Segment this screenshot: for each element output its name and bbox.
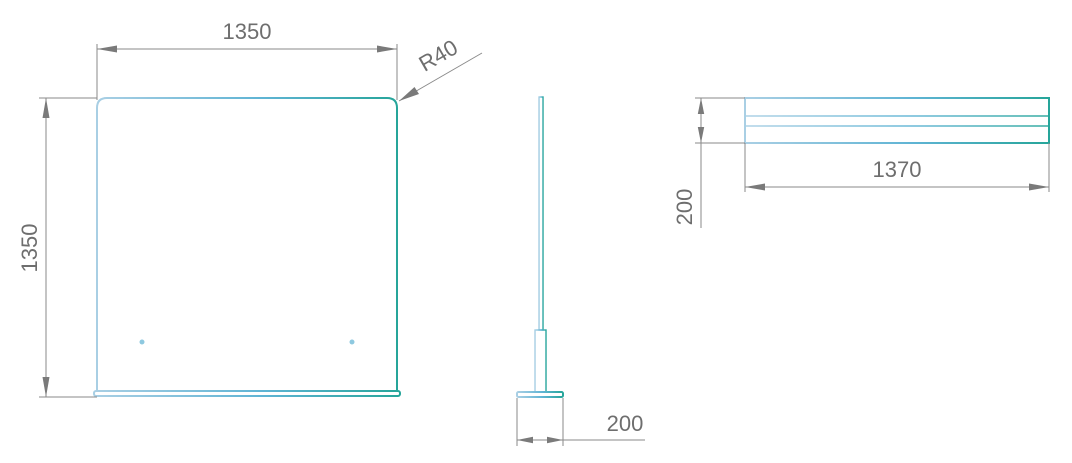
mounting-hole-left xyxy=(139,339,145,345)
dimension-top-length: 1370 xyxy=(744,143,1050,192)
mounting-hole-right xyxy=(349,339,355,345)
dimension-front-height: 1350 xyxy=(17,97,97,398)
radius-callout: R40 xyxy=(398,35,483,102)
front-view xyxy=(93,97,401,397)
side-post xyxy=(538,96,544,331)
front-base-foot xyxy=(93,390,401,397)
dimension-front-width: 1350 xyxy=(96,19,398,100)
top-inner-channel xyxy=(744,115,1050,127)
dim-label-top-length: 1370 xyxy=(873,157,922,182)
front-panel-outline xyxy=(96,97,398,392)
dim-label-radius: R40 xyxy=(415,35,462,77)
top-view xyxy=(744,97,1050,144)
dimension-top-depth: 200 xyxy=(672,97,745,228)
side-base-plate xyxy=(516,391,564,398)
dim-label-front-height: 1350 xyxy=(17,224,42,273)
dim-label-top-depth: 200 xyxy=(672,189,697,226)
dim-label-front-width: 1350 xyxy=(223,19,272,44)
side-view xyxy=(516,96,564,398)
dim-label-side-depth: 200 xyxy=(607,411,644,436)
dimension-side-depth: 200 xyxy=(516,398,645,446)
